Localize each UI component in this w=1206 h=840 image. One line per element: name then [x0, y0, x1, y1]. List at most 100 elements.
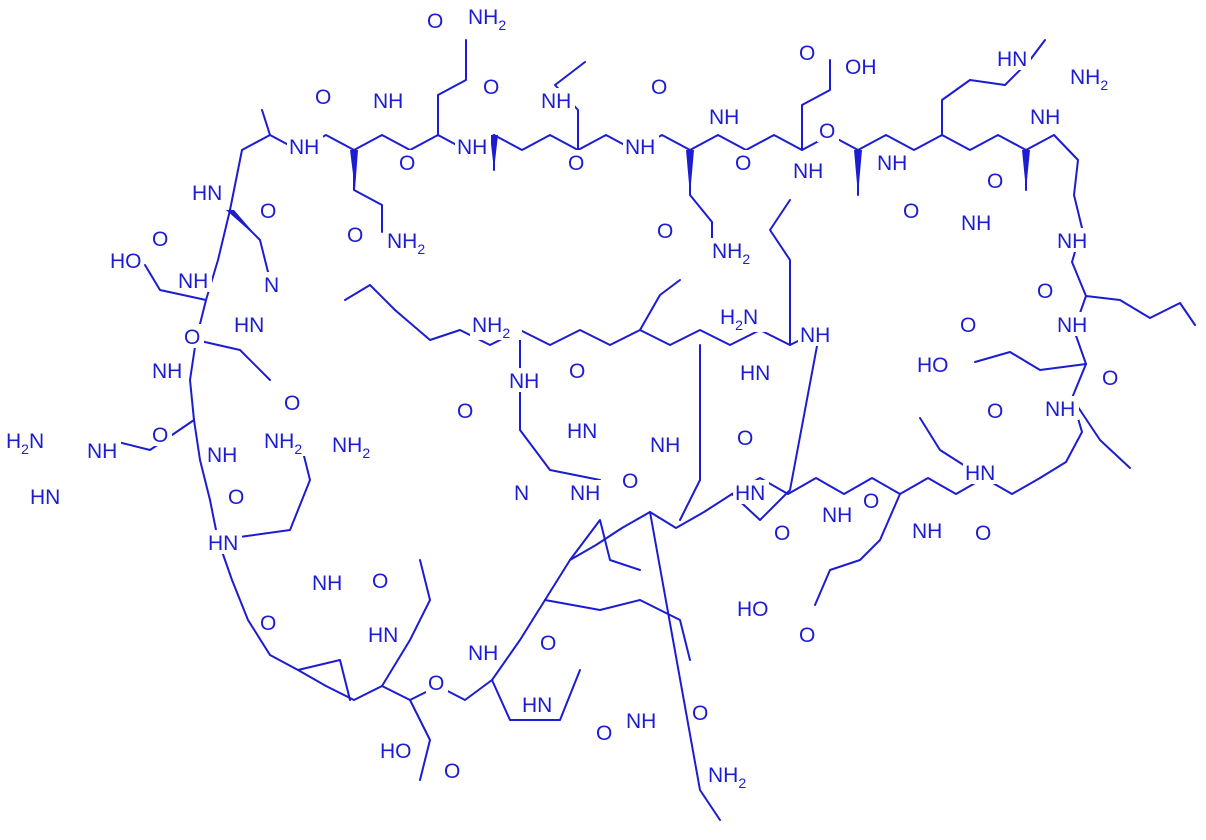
atom-o: O [817, 118, 839, 143]
atom-nh: NH [287, 134, 323, 159]
atom-o: O [425, 8, 447, 33]
svg-text:NH: NH [709, 106, 739, 129]
atom-nh: NH [875, 150, 911, 175]
atom-nh: NH [568, 480, 604, 505]
atom-nh: NH [310, 570, 346, 595]
svg-text:HN: HN [234, 314, 264, 337]
svg-text:O: O [444, 760, 460, 783]
svg-text:O: O [457, 400, 473, 423]
atom-o: O [397, 150, 419, 175]
svg-text:O: O [260, 200, 276, 223]
atom-hn: HN [206, 530, 242, 555]
svg-text:NH: NH [207, 444, 237, 467]
svg-text:NH: NH [457, 136, 487, 159]
svg-text:HN: HN [208, 532, 238, 555]
svg-text:O: O [347, 224, 363, 247]
atom-nh: NH [910, 518, 946, 543]
svg-text:NH: NH [912, 520, 942, 543]
svg-text:NH: NH [793, 160, 823, 183]
atom-o: O [797, 622, 819, 647]
atom-o: O [985, 398, 1007, 423]
svg-text:NH: NH [1057, 314, 1087, 337]
atom-nh: NH [624, 708, 660, 733]
atom-nh2: NH2 [470, 312, 522, 341]
atom-nh: NH [539, 88, 575, 113]
svg-text:NH: NH [152, 360, 182, 383]
atom-o: O [649, 74, 671, 99]
svg-text:O: O [987, 400, 1003, 423]
svg-text:NH2: NH2 [332, 434, 370, 461]
svg-text:HO: HO [737, 598, 769, 621]
svg-text:O: O [903, 200, 919, 223]
atom-hn: HN [565, 418, 601, 443]
svg-text:NH: NH [468, 642, 498, 665]
svg-text:O: O [774, 522, 790, 545]
atom-o: O [985, 168, 1007, 193]
atom-n: N [512, 480, 532, 505]
svg-text:O: O [184, 326, 200, 349]
atom-nh: NH [707, 104, 743, 129]
atom-hn: HN [995, 46, 1031, 71]
atom-nh2: NH2 [330, 432, 382, 461]
atom-o: O [258, 198, 280, 223]
svg-text:NH2: NH2 [264, 430, 302, 457]
atom-label-layer: O O O O O O O O O NH NH NH NH NH NH NH N… [4, 4, 1122, 791]
atom-nh2: NH2 [1068, 64, 1120, 93]
atom-o: O [455, 398, 477, 423]
atom-h2n: H2N [4, 428, 56, 457]
atom-o: O [594, 720, 616, 745]
svg-text:O: O [737, 427, 753, 450]
svg-text:O: O [975, 522, 991, 545]
atom-hn: HN [28, 484, 64, 509]
atom-o: O [1035, 278, 1057, 303]
atom-o: O [655, 218, 677, 243]
atom-o: O [282, 390, 304, 415]
svg-text:HN: HN [740, 362, 770, 385]
atom-hn: HN [963, 460, 999, 485]
svg-text:NH: NH [289, 136, 319, 159]
svg-text:NH: NH [650, 434, 680, 457]
atom-o: O [566, 150, 588, 175]
atom-o: O [538, 630, 560, 655]
svg-text:NH: NH [1030, 106, 1060, 129]
svg-text:N: N [514, 482, 529, 505]
atom-o: O [861, 488, 883, 513]
svg-text:NH: NH [961, 212, 991, 235]
svg-text:NH2: NH2 [708, 764, 746, 791]
svg-text:O: O [735, 152, 751, 175]
atom-o: O [1100, 365, 1122, 390]
atom-hn: HN [733, 480, 769, 505]
svg-text:O: O [483, 76, 499, 99]
svg-text:HN: HN [192, 182, 222, 205]
atom-nh: NH [820, 502, 856, 527]
atom-nh: NH [648, 432, 684, 457]
atom-nh: NH [371, 88, 407, 113]
svg-text:HN: HN [997, 48, 1027, 71]
svg-text:O: O [960, 314, 976, 337]
svg-text:O: O [799, 42, 815, 65]
svg-text:NH: NH [312, 572, 342, 595]
svg-text:NH: NH [178, 270, 208, 293]
svg-text:H2N: H2N [720, 306, 758, 333]
atom-hn: HN [738, 360, 774, 385]
atom-nh: NH [466, 640, 502, 665]
svg-text:HN: HN [735, 482, 765, 505]
svg-text:NH2: NH2 [472, 314, 510, 341]
svg-text:HN: HN [368, 624, 398, 647]
svg-text:O: O [657, 220, 673, 243]
atom-o: O [958, 312, 980, 337]
svg-text:HN: HN [522, 694, 552, 717]
svg-text:O: O [152, 228, 168, 251]
atom-nh: NH [623, 134, 659, 159]
atom-nh: NH [1055, 228, 1091, 253]
atom-o: O [901, 198, 923, 223]
svg-text:O: O [152, 424, 168, 447]
atom-nh2: NH2 [706, 762, 758, 791]
atom-o: O [620, 468, 642, 493]
atom-o: O [442, 758, 464, 783]
svg-text:NH: NH [1057, 230, 1087, 253]
svg-text:H2N: H2N [6, 430, 44, 457]
atom-o: O [226, 484, 248, 509]
svg-text:O: O [427, 10, 443, 33]
svg-text:NH2: NH2 [712, 240, 750, 267]
